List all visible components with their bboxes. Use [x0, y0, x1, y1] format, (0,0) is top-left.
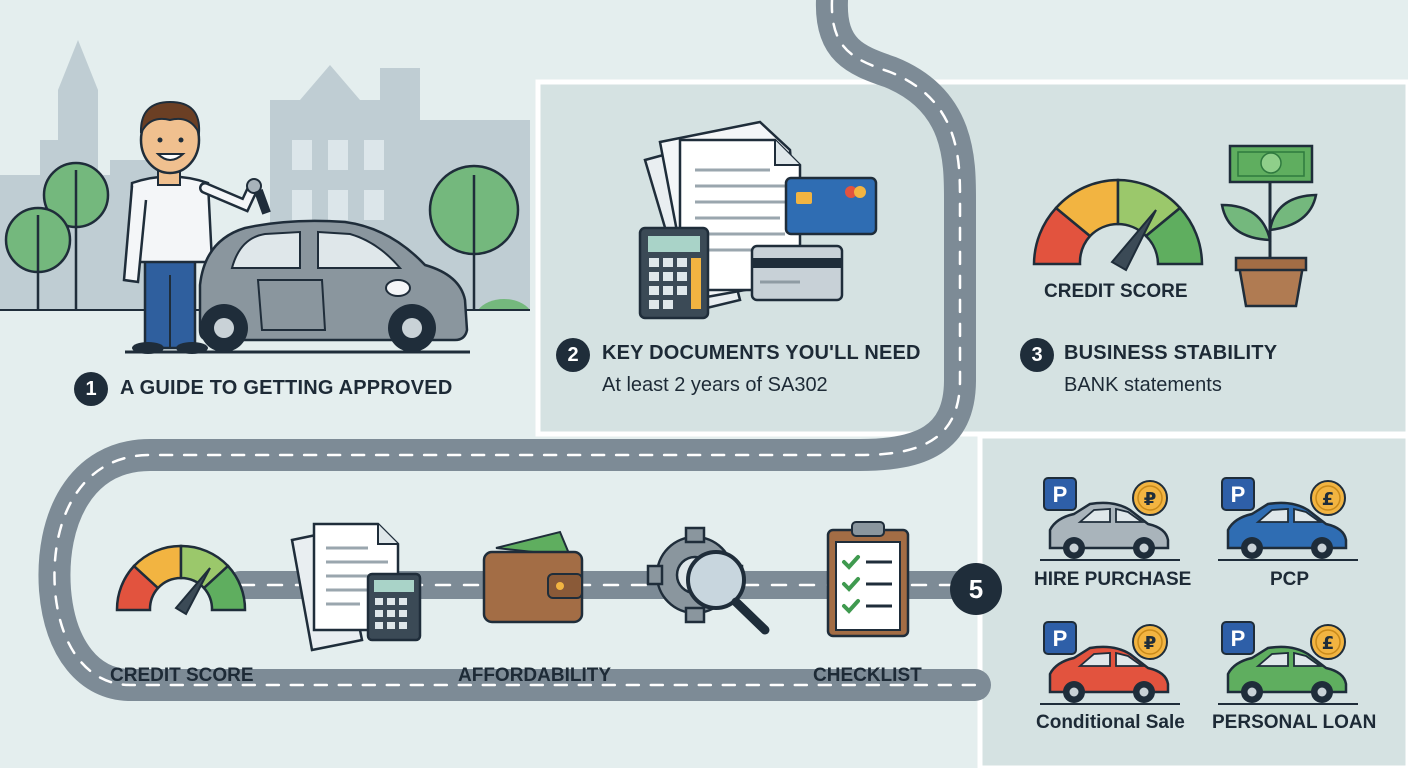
svg-text:£: £: [1322, 489, 1335, 510]
finance-option-personal-loan: PERSONAL LOAN: [1212, 712, 1377, 733]
car-icon: [1040, 501, 1180, 561]
coin-icon: £: [1310, 480, 1346, 516]
finance-car-1: P₽: [1040, 477, 1180, 561]
credit-card-icon: [750, 176, 878, 302]
svg-text:₽: ₽: [1144, 489, 1157, 510]
car-icon: [1040, 645, 1180, 705]
parking-sign-icon: P: [1221, 477, 1255, 511]
step-2-title: KEY DOCUMENTS YOU'LL NEED: [602, 342, 921, 364]
car-icon: [1218, 501, 1358, 561]
finance-cars: P₽P£P₽P£: [1040, 477, 1358, 705]
finance-option-pcp: PCP: [1270, 569, 1310, 590]
money-plant-icon: [1220, 144, 1318, 308]
step-3-title: BUSINESS STABILITY: [1064, 342, 1278, 364]
finance-option-conditional-sale: Conditional Sale: [1036, 712, 1185, 733]
credit-score-gauge-icon: [1032, 178, 1204, 272]
step-3-badge: 3: [1020, 338, 1054, 372]
coin-icon: £: [1310, 624, 1346, 660]
finance-option-hire-purchase: HIRE PURCHASE: [1034, 569, 1192, 590]
step-2-badge: 2: [556, 338, 590, 372]
wallet-icon: [482, 530, 584, 624]
parking-sign-icon: P: [1043, 621, 1077, 655]
tree-icon: [4, 161, 530, 310]
svg-text:P: P: [1231, 482, 1246, 507]
step-2-subtitle: At least 2 years of SA302: [602, 374, 828, 396]
calculator-icon: [638, 226, 710, 320]
finance-car-3: P₽: [1040, 621, 1180, 705]
parking-sign-icon: P: [1221, 621, 1255, 655]
finance-car-2: P£: [1218, 477, 1358, 561]
gear-magnifier-icon: [646, 526, 770, 635]
svg-text:P: P: [1053, 626, 1068, 651]
checklist-clipboard-icon: [826, 521, 910, 638]
coin-icon: ₽: [1132, 624, 1168, 660]
person-with-keys-icon: [122, 100, 271, 354]
step-1-badge: 1: [74, 372, 108, 406]
credit-score-gauge-label: CREDIT SCORE: [1044, 281, 1188, 302]
finance-car-4: P£: [1218, 621, 1358, 705]
svg-text:P: P: [1231, 626, 1246, 651]
affordability-documents-icon: [290, 522, 422, 652]
step-3-subtitle: BANK statements: [1064, 374, 1222, 396]
step-1-title: A GUIDE TO GETTING APPROVED: [120, 377, 453, 399]
coin-icon: ₽: [1132, 480, 1168, 516]
step-5-badge: 5: [950, 563, 1002, 615]
bottom-label-credit-score: CREDIT SCORE: [110, 665, 254, 686]
svg-text:P: P: [1053, 482, 1068, 507]
parking-sign-icon: P: [1043, 477, 1077, 511]
car-icon: [198, 219, 469, 352]
credit-score-gauge-small-icon: [115, 544, 247, 616]
svg-text:₽: ₽: [1144, 633, 1157, 654]
bottom-label-affordability: AFFORDABILITY: [458, 665, 612, 686]
svg-text:£: £: [1322, 633, 1335, 654]
bottom-label-checklist: CHECKLIST: [813, 665, 922, 686]
car-icon: [1218, 645, 1358, 705]
